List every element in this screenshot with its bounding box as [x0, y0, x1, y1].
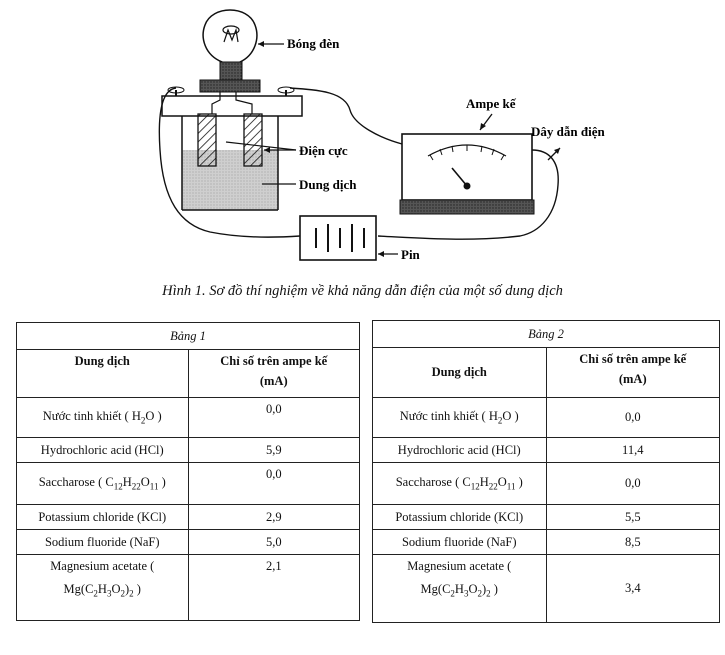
table-1: Bảng 1 Dung dịch Chỉ số trên ampe kế (mA…	[16, 322, 360, 621]
table-row: Nước tinh khiết ( H2O ) 0,0	[372, 397, 720, 438]
table-row: Sodium fluoride (NaF) 5,0	[16, 529, 360, 555]
table-title: Bảng 2	[372, 320, 720, 348]
table-row: Magnesium acetate (Mg(C2H3O2)2 ) 3,4	[372, 554, 720, 623]
table-row: Potassium chloride (KCl) 2,9	[16, 504, 360, 530]
electrode-right	[243, 113, 263, 167]
label-electrode: Điện cực	[299, 143, 348, 158]
label-battery: Pin	[401, 247, 421, 262]
table-row: Saccharose ( C12H22O11 ) 0,0	[372, 462, 720, 505]
table-row: Hydrochloric acid (HCl) 5,9	[16, 437, 360, 463]
terminal-left	[167, 86, 185, 96]
column-header-solution: Dung dịch	[372, 347, 547, 398]
table-row: Nước tinh khiết ( H2O ) 0,0	[16, 397, 360, 438]
label-ammeter: Ampe kế	[466, 96, 517, 111]
label-wire: Dây dẫn điện	[531, 124, 605, 139]
wire-top	[289, 87, 403, 145]
beaker	[181, 116, 279, 211]
experiment-diagram: Bóng đèn Ampe kế Dây dẫn điện Điện cực D…	[158, 9, 605, 262]
wire-left	[158, 87, 301, 238]
column-header-solution: Dung dịch	[16, 349, 189, 398]
column-header-reading: Chỉ số trên ampe kế (mA)	[187, 349, 360, 398]
figure-caption: Hình 1. Sơ đồ thí nghiệm về khả năng dẫn…	[162, 283, 563, 299]
table-row: Hydrochloric acid (HCl) 11,4	[372, 437, 720, 463]
electrode-holder	[161, 95, 303, 117]
table-title: Bảng 1	[16, 322, 360, 350]
table-row: Potassium chloride (KCl) 5,5	[372, 504, 720, 530]
column-header-reading: Chỉ số trên ampe kế (mA)	[545, 347, 720, 398]
table-row: Saccharose ( C12H22O11 ) 0,0	[16, 462, 360, 505]
table-row: Sodium fluoride (NaF) 8,5	[372, 529, 720, 555]
label-bulb: Bóng đèn	[287, 36, 340, 51]
label-solution: Dung dịch	[299, 177, 357, 192]
electrode-left	[197, 113, 217, 167]
battery-icon	[299, 215, 377, 261]
ammeter	[399, 133, 535, 215]
table-2: Bảng 2 Dung dịch Chỉ số trên ampe kế (mA…	[372, 320, 720, 623]
light-bulb-icon	[199, 9, 261, 93]
wire-right	[377, 149, 559, 240]
table-row: Magnesium acetate (Mg(C2H3O2)2 ) 2,1	[16, 554, 360, 621]
